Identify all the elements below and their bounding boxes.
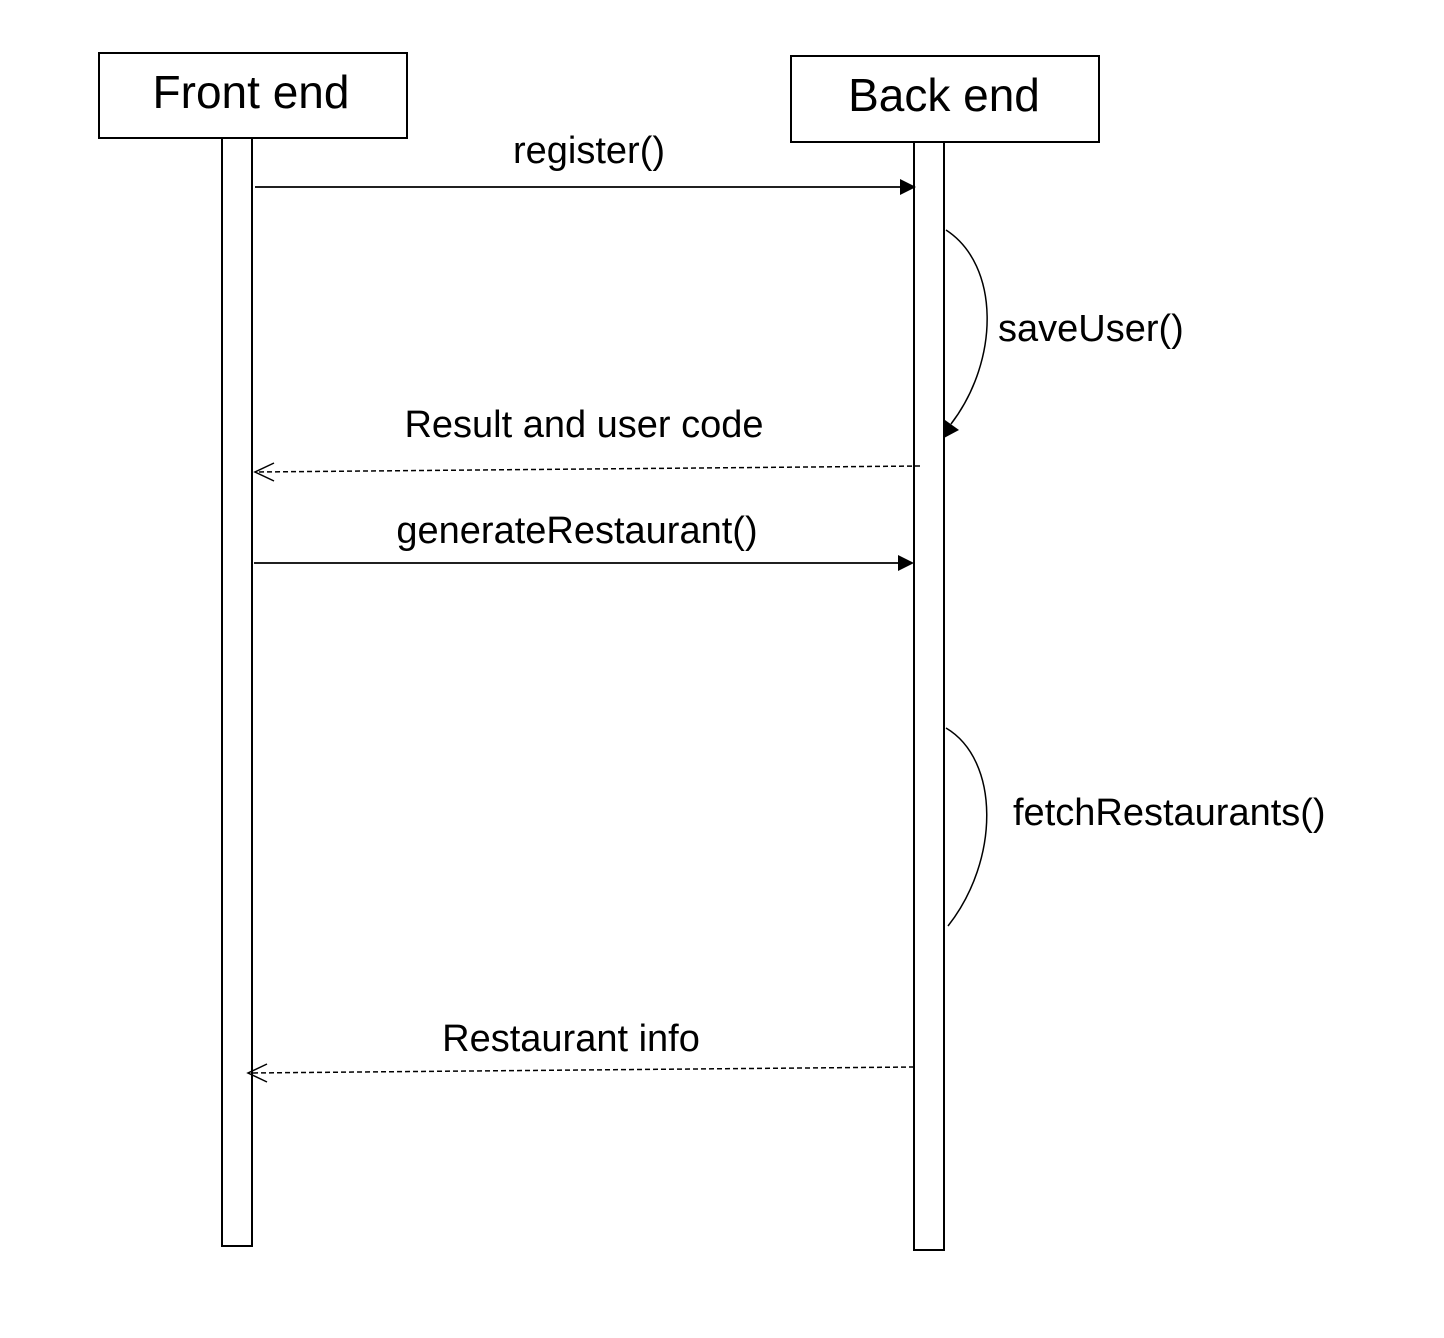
restaurant-info-dashed-line (248, 1066, 915, 1074)
fetch-restaurants-self-call[interactable]: fetchRestaurants() (945, 727, 1326, 927)
front-end-activation-bar[interactable] (221, 137, 253, 1247)
generate-restaurant-arrowhead-icon (898, 555, 914, 571)
save-user-label: saveUser() (998, 308, 1184, 350)
result-user-code-return[interactable]: Result and user code (253, 404, 921, 482)
result-user-code-open-arrowhead-icon (253, 462, 275, 482)
register-label: register() (513, 130, 665, 172)
register-arrowhead-icon (900, 179, 916, 195)
result-user-code-label: Result and user code (404, 404, 763, 446)
register-message[interactable]: register() (255, 130, 916, 195)
generate-restaurant-label: generateRestaurant() (396, 510, 757, 552)
result-user-code-dashed-line (255, 465, 921, 473)
front-end-participant-box[interactable] (98, 52, 408, 139)
back-end-activation-bar[interactable] (913, 141, 945, 1251)
generate-restaurant-message[interactable]: generateRestaurant() (254, 510, 914, 571)
fetch-restaurants-label: fetchRestaurants() (1013, 792, 1326, 834)
restaurant-info-return[interactable]: Restaurant info (246, 1018, 915, 1083)
back-end-participant-label: Back end (848, 69, 1040, 121)
front-end-participant-label: Front end (153, 66, 350, 118)
back-end-participant-box[interactable] (790, 55, 1100, 143)
save-user-curve (945, 229, 988, 425)
restaurant-info-open-arrowhead-icon (246, 1063, 268, 1083)
save-user-arrowhead-icon (944, 420, 959, 438)
save-user-self-call[interactable]: saveUser() (944, 229, 1184, 438)
fetch-restaurants-curve (945, 727, 988, 927)
restaurant-info-label: Restaurant info (442, 1018, 700, 1060)
